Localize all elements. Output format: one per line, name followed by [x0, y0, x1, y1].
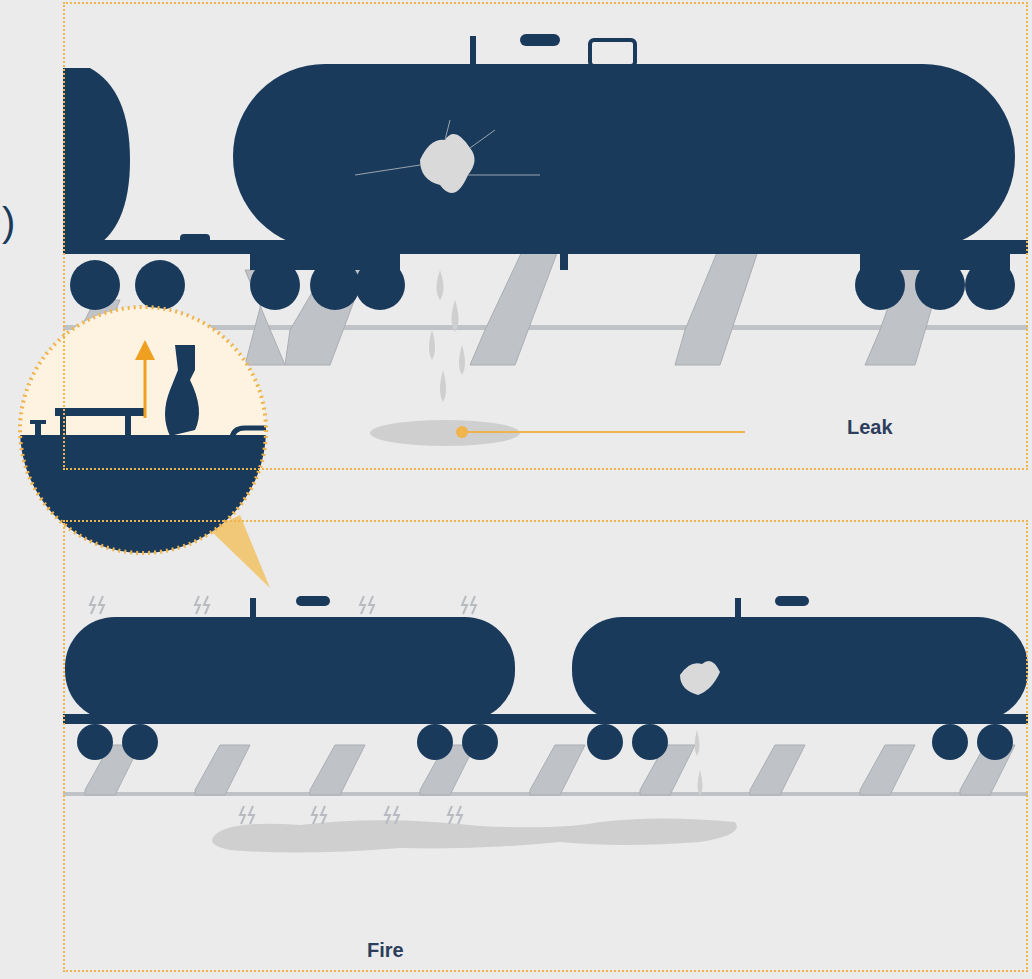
scenario-panel: Leak: [63, 2, 1028, 470]
leak-drips: [370, 270, 520, 446]
fuel-spill: [212, 730, 737, 853]
leak-crack: [680, 661, 720, 695]
spark-marks: [90, 596, 476, 824]
tank-cars-bottom: [63, 596, 1028, 760]
tank-car-top: [63, 34, 1028, 310]
scenario-label: Leak: [847, 416, 893, 439]
leader-dot: [456, 426, 468, 438]
cropped-glyph: ): [2, 200, 15, 245]
leak-crack: [355, 120, 540, 193]
callout-bubble: [0, 307, 300, 588]
leader-line: [462, 431, 745, 433]
scenario-panel: Fire: [63, 520, 1028, 972]
scenario-label: Fire: [367, 939, 404, 962]
